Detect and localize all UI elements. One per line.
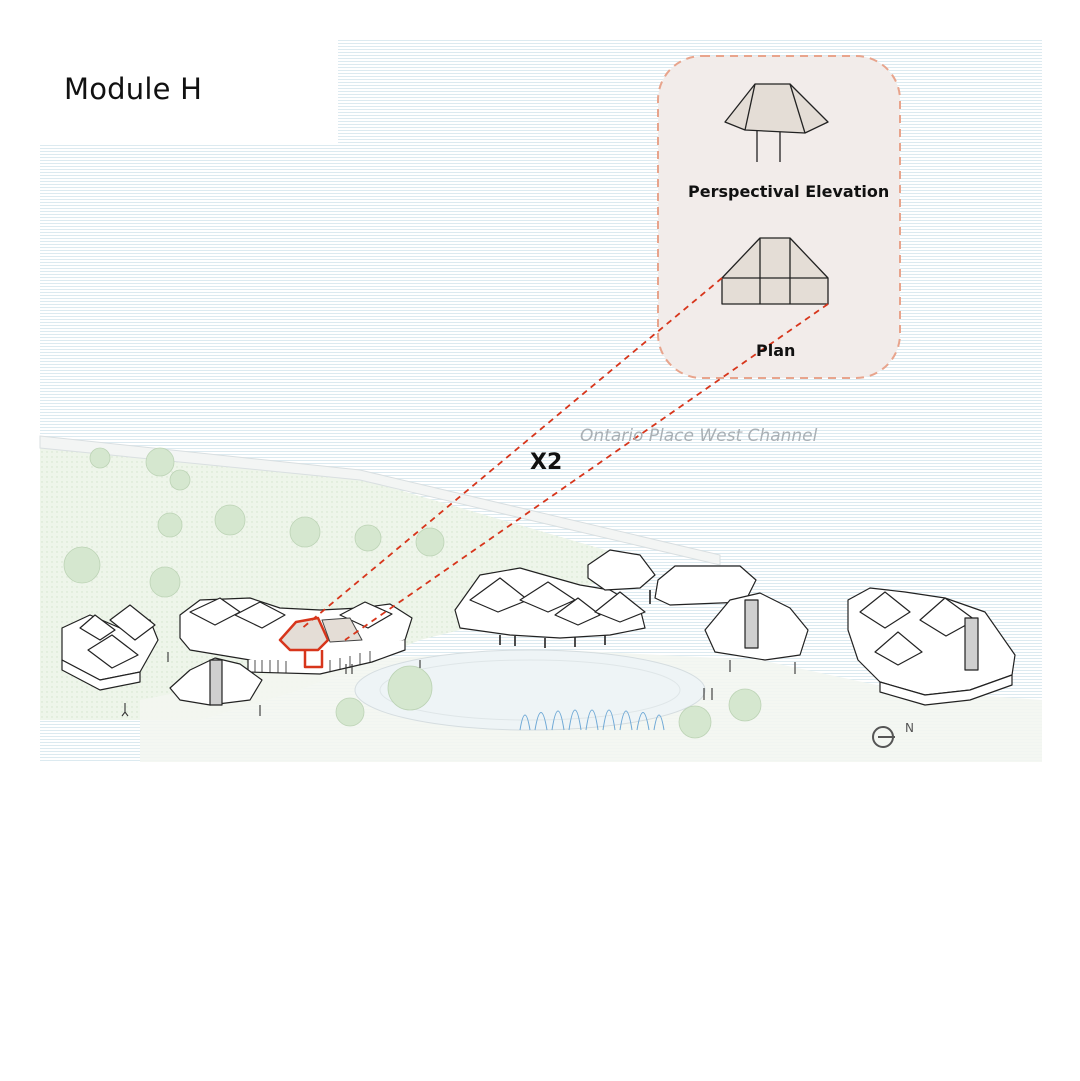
title-panel	[0, 0, 338, 145]
person-icon	[121, 652, 796, 717]
shore-promenade	[39, 435, 721, 566]
tree-icon	[63, 524, 445, 584]
page-title: Module H	[64, 72, 203, 106]
north-arrow-icon	[872, 726, 895, 748]
tree-icon	[678, 688, 762, 739]
module-h-highlight	[278, 616, 330, 652]
elevation-module	[724, 83, 829, 162]
water-label: Ontario Place West Channel	[580, 426, 818, 446]
tree-icon	[149, 566, 433, 727]
tree-icon	[89, 447, 191, 491]
building-cluster-west	[61, 604, 159, 691]
elevation-label: Perspectival Elevation	[688, 182, 890, 201]
north-label: N	[905, 721, 914, 735]
tree-icon	[157, 504, 321, 548]
plan-label: Plan	[756, 341, 796, 360]
building-cluster-east	[847, 587, 1016, 706]
building-cluster-center	[454, 549, 809, 661]
fountain-icon	[519, 709, 665, 731]
inset-frame	[657, 55, 901, 379]
multiplier-label: X2	[530, 450, 563, 475]
plan-module	[721, 237, 829, 305]
trees	[63, 447, 762, 739]
projection-lines	[299, 277, 829, 641]
building-cluster-center-west	[169, 597, 413, 706]
